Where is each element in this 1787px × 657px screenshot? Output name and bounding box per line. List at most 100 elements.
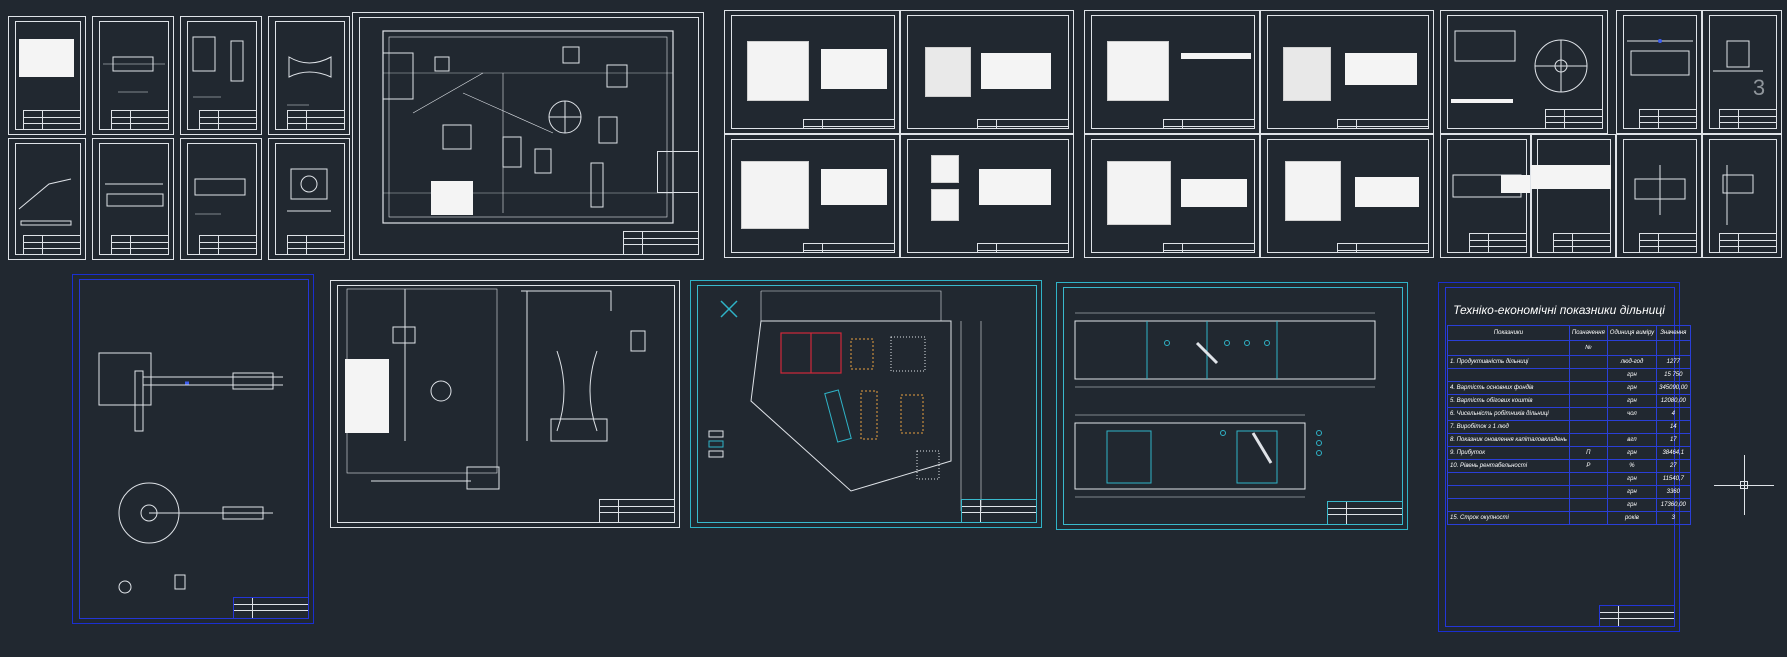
drawing-sheet-site-plan[interactable] [690,280,1042,528]
indicator-unit: грн [1606,498,1658,512]
redacted-legend-block [657,151,699,193]
tyre-photo [1283,47,1331,101]
column-header: Показники [1447,325,1570,341]
indicator-value: 11540,7 [1656,472,1691,486]
indicator-unit: вгп [1606,433,1658,447]
drawing-sheet-6[interactable] [92,138,174,260]
redacted-text-block [821,169,887,205]
indicator-value: 14 [1656,420,1691,434]
drawing-sheet-photo-1[interactable] [724,10,900,134]
indicator-unit: грн [1606,368,1658,382]
redacted-text-block [979,169,1051,205]
indicator-symbol [1568,355,1608,369]
detail-drawing [1454,30,1588,93]
drawing-sheet-photo-7[interactable] [1084,134,1260,258]
indicator-value: 17 [1656,433,1691,447]
indicator-unit: грн [1606,485,1658,499]
drawing-sheet-photo-6[interactable] [1260,10,1434,134]
drawing-sheet-detail-2[interactable] [1616,10,1702,134]
indicator-name: 9. Прибуток [1447,446,1570,460]
redacted-text-block [1345,53,1417,85]
indicator-name: 5. Вартість обігових коштів [1447,394,1570,408]
indicator-symbol [1568,498,1608,512]
title-block [1327,501,1403,525]
drawing-sheet-photo-4[interactable] [900,134,1074,258]
part-drawing [287,168,331,212]
indicator-unit: люд-год [1606,355,1658,369]
drawing-sheet-3[interactable] [180,16,262,135]
title-block [599,499,675,523]
indicator-value: 345090,00 [1656,381,1691,395]
title-block [287,235,345,255]
drawing-sheet-detail-7[interactable] [1702,134,1782,258]
drawing-sheet-tech-econ-indicators[interactable]: Техніко-економічні показники дільниці По… [1438,282,1691,632]
drawing-sheet-tool-assembly[interactable] [72,274,314,624]
drawing-sheet-photo-8[interactable] [1260,134,1434,258]
sheet-frame [359,17,699,255]
title-block [1599,605,1675,627]
drawing-sheet-layout-plan[interactable] [352,12,704,260]
drawing-sheet-stand[interactable] [330,280,680,528]
drawing-sheet-photo-2[interactable] [900,10,1074,134]
drawing-sheet-4[interactable] [268,16,350,135]
sheet-frame [79,279,309,619]
equipment-photo [741,161,809,229]
indicator-symbol [1568,511,1608,525]
subheader-cell: № [1568,340,1608,356]
indicator-name: 8. Показник оновлення капіталовкладень [1447,433,1570,447]
drawing-sheet-1[interactable] [8,16,86,135]
indicator-name: 1. Продуктивність дільниці [1447,355,1570,369]
indicator-name: 6. Чисельність робітників дільниці [1447,407,1570,421]
drawing-sheet-floor-plan[interactable] [1056,282,1408,530]
sheet-frame [337,285,675,523]
tool-photo [747,41,809,101]
sheet-frame [1447,15,1603,129]
title-block [1639,233,1697,253]
drawing-sheet-detail-4[interactable] [1440,134,1532,258]
drawing-sheet-photo-3[interactable] [724,134,900,258]
indicator-name [1447,498,1570,512]
detail-drawing [1713,40,1763,72]
indicator-name [1447,368,1570,382]
title-block [623,231,699,255]
indicator-unit: грн [1606,446,1658,460]
drawing-sheet-photo-5[interactable] [1084,10,1260,134]
title-block [977,119,1069,129]
drawing-sheet-8[interactable] [268,138,350,260]
table-header-row: Показники Позначення Одиниця виміру Знач… [1447,325,1691,341]
title-block [803,119,895,129]
drawing-sheet-detail-3[interactable]: 3 [1702,10,1782,134]
drawing-sheet-2[interactable] [92,16,174,135]
floor-plan-drawing [1074,312,1376,498]
table-subheader-row: № [1447,340,1691,356]
drawing-sheet-detail-5[interactable] [1530,134,1616,258]
title-block [1719,233,1777,253]
indicator-value: 17360,00 [1656,498,1691,512]
title-block [1553,233,1611,253]
drawing-sheet-detail-1[interactable] [1440,10,1608,134]
indicator-unit: % [1606,459,1658,473]
drawing-sheet-5[interactable] [8,138,86,260]
site-plan-drawing [708,290,982,511]
drawing-sheet-detail-6[interactable] [1616,134,1702,258]
indicator-value: 4 [1656,407,1691,421]
drawing-sheet-7[interactable] [180,138,262,260]
title-block [287,110,345,130]
indicator-symbol [1568,433,1608,447]
detail-drawing [1627,39,1693,76]
tool-assembly-drawing [98,352,283,594]
title-block [1639,109,1697,129]
redacted-text-block [1451,99,1513,103]
redacted-text-block [19,39,74,77]
redacted-text-block [821,49,887,89]
indicator-value: 3360 [1656,485,1691,499]
detail-drawing [1634,165,1686,215]
equipment-layout-drawing [382,30,674,224]
title-block [23,235,81,255]
